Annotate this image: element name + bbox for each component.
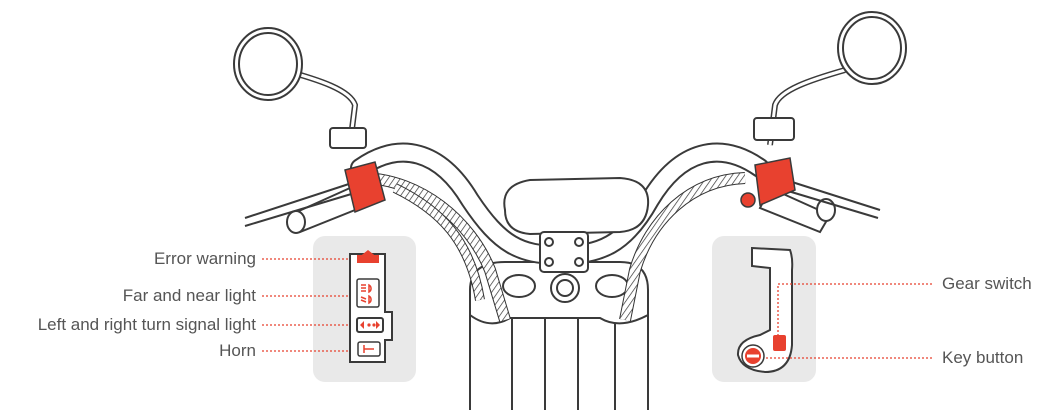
label-key-button: Key button [942, 348, 1024, 367]
label-far-near-light: Far and near light [122, 286, 256, 305]
right-switch-housing [740, 157, 796, 208]
turn-arrows-icon [356, 317, 384, 333]
left-grip [244, 181, 362, 234]
left-switch-housing [344, 161, 386, 214]
warning-triangle-icon [357, 250, 379, 263]
horn-icon [357, 341, 381, 357]
label-horn: Horn [219, 341, 256, 360]
springs [364, 172, 746, 322]
left-switch-panel [313, 236, 416, 382]
right-mirror [753, 11, 907, 146]
left-mirror [233, 27, 367, 149]
right-switch-panel [712, 236, 816, 382]
leader-lines [262, 258, 932, 359]
label-turn-signal: Left and right turn signal light [37, 315, 256, 334]
display [503, 176, 650, 273]
headlight-icon [356, 278, 380, 308]
label-gear-switch: Gear switch [942, 274, 1032, 293]
key-slot-icon [741, 344, 765, 368]
label-error-warning: Error warning [153, 249, 256, 268]
